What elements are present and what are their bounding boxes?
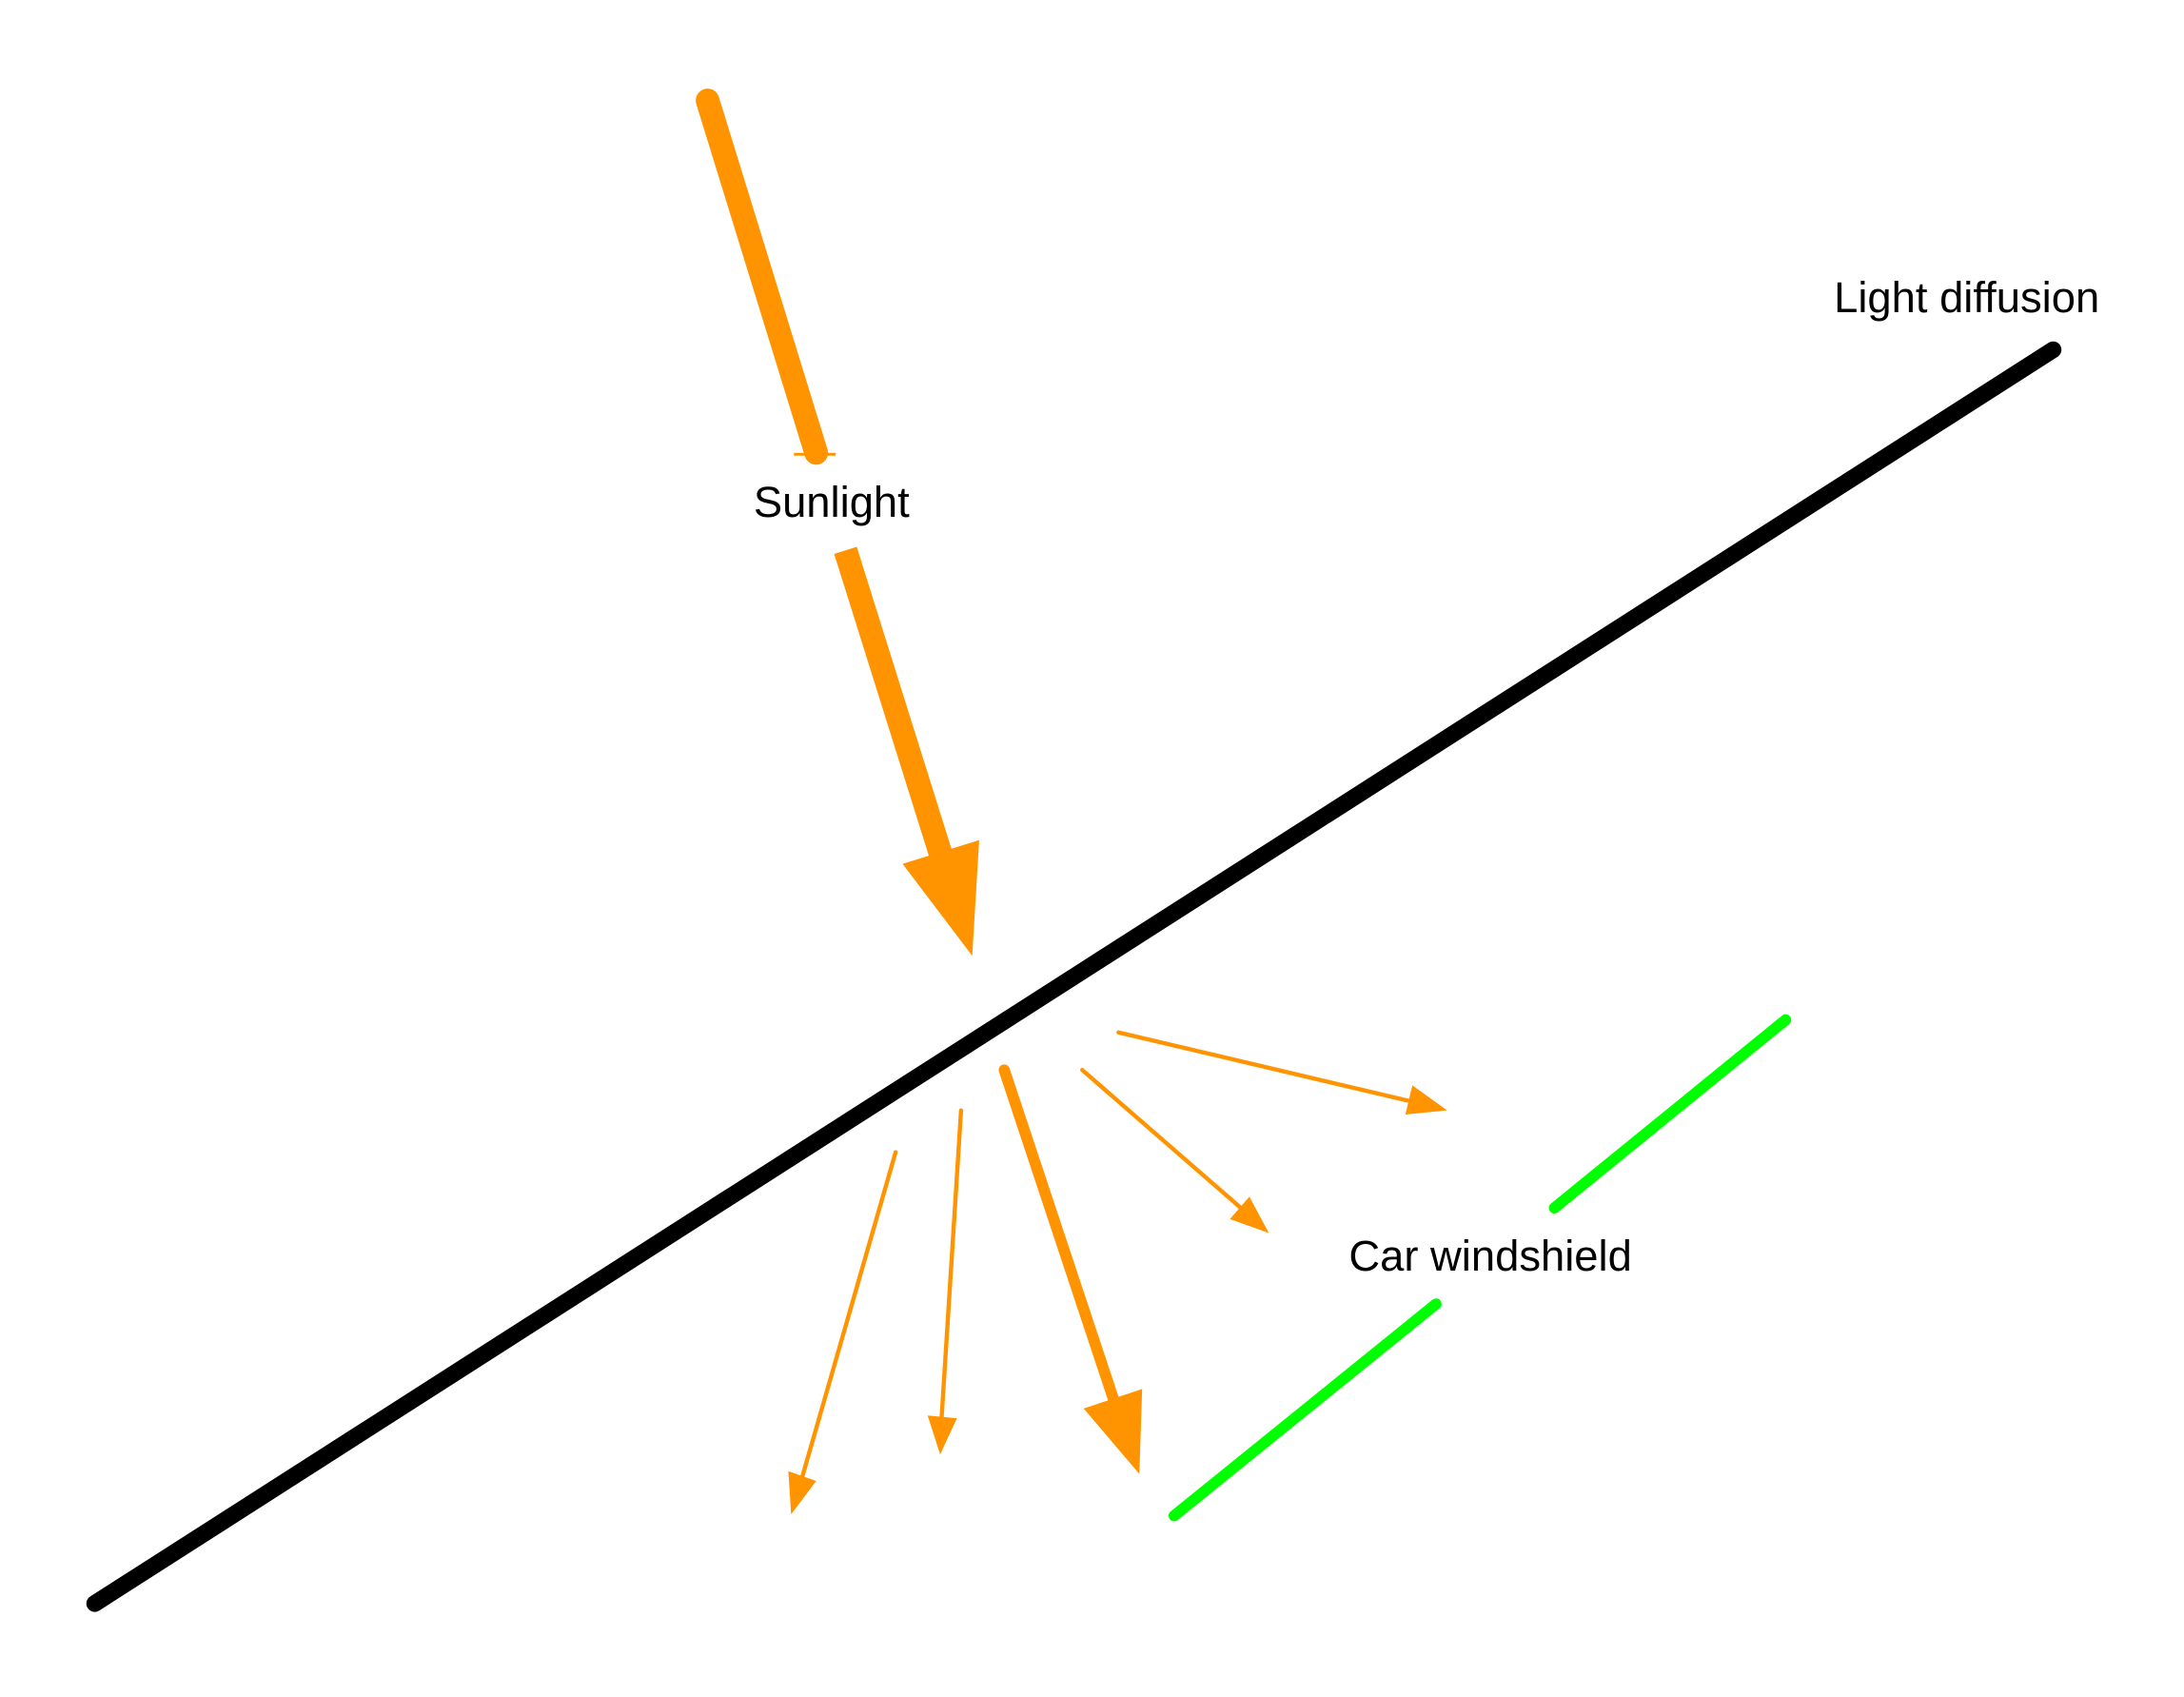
light-diffusion-label: Light diffusion	[1834, 273, 2099, 322]
sunlight-label: Sunlight	[754, 478, 910, 526]
diffused-ray-arrow	[1080, 1068, 1269, 1233]
light-diffusion-line	[86, 341, 2062, 1612]
sunlight-arrow	[696, 89, 979, 957]
car-windshield-label: Car windshield	[1348, 1232, 1631, 1280]
windshield-line	[1169, 1014, 1792, 1522]
diffused-ray-arrow	[1116, 1030, 1447, 1115]
diffused-ray-arrow	[998, 1064, 1143, 1474]
diffused-ray-arrow	[788, 1150, 898, 1515]
diffused-ray-arrow	[927, 1108, 964, 1455]
